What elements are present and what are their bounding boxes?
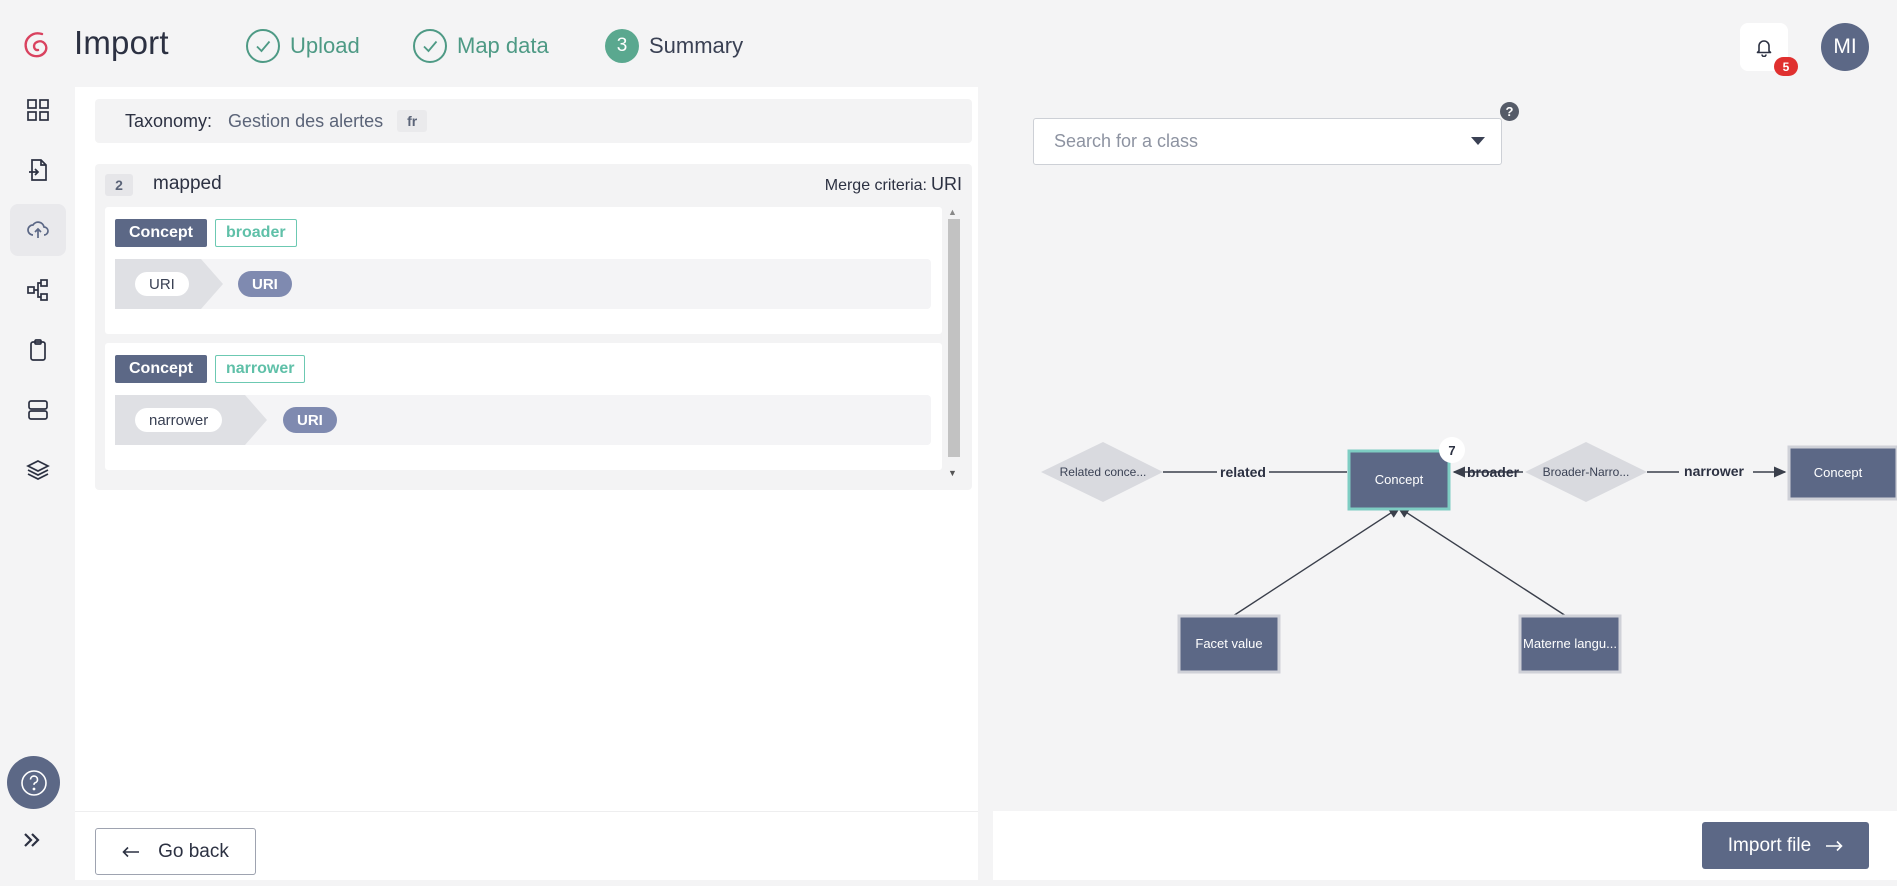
arrow-right-icon: [1826, 840, 1843, 851]
step-number: 3: [605, 29, 639, 63]
bell-icon: [1756, 40, 1772, 57]
scroll-up-icon[interactable]: ▲: [948, 207, 957, 217]
scroll-down-icon[interactable]: ▼: [948, 468, 957, 478]
edge-label-bg: [1217, 462, 1269, 482]
server-icon[interactable]: [10, 384, 66, 436]
mapping-card: Concept broader URI URI: [105, 207, 942, 334]
app-logo-icon[interactable]: [22, 30, 50, 60]
go-back-button[interactable]: Go back: [95, 828, 256, 875]
page-title: Import: [74, 24, 169, 61]
check-icon: [413, 29, 447, 63]
clipboard-icon[interactable]: [10, 324, 66, 376]
property-tag: narrower: [215, 355, 306, 383]
merge-criteria-value: URI: [931, 174, 962, 194]
mapped-section: 2 mapped Merge criteria:URI Concept broa…: [95, 164, 972, 490]
left-footer: Go back: [75, 811, 978, 880]
node-related-concept[interactable]: [1041, 442, 1163, 502]
class-tag: Concept: [115, 355, 207, 383]
node-count-badge-bg: [1439, 437, 1465, 463]
mapping-scrollbar[interactable]: ▲ ▼: [945, 207, 962, 478]
app-header: Import Upload Map data 3 Summary 5 MI: [0, 0, 1897, 88]
mapping-card: Concept narrower narrower URI: [105, 343, 942, 470]
step-summary[interactable]: 3 Summary: [605, 29, 743, 63]
target-field-pill: URI: [238, 271, 292, 297]
node-label: Related conce...: [1060, 465, 1147, 479]
taxonomy-bar: Taxonomy: Gestion des alertes fr: [95, 99, 972, 143]
node-label: Facet value: [1195, 636, 1262, 651]
mapping-row: narrower URI: [115, 395, 931, 445]
diagram-icon[interactable]: [10, 264, 66, 316]
node-label: Concept: [1375, 472, 1424, 487]
mapping-summary-panel: Taxonomy: Gestion des alertes fr 2 mappe…: [75, 87, 978, 880]
graph-panel: Search for a class ? related broader nar…: [993, 87, 1897, 880]
file-import-icon[interactable]: [10, 144, 66, 196]
import-file-button[interactable]: Import file: [1702, 822, 1869, 869]
node-concept-main[interactable]: [1347, 449, 1451, 511]
class-search-select[interactable]: Search for a class: [1033, 118, 1502, 165]
step-label: Map data: [457, 33, 549, 58]
class-tag: Concept: [115, 219, 207, 247]
step-map-data[interactable]: Map data: [413, 29, 549, 63]
node-count-badge: 7: [1448, 443, 1455, 458]
mapped-count: 2: [105, 174, 133, 196]
edge-label-broader: broader: [1467, 464, 1520, 480]
arrow-left-icon: [122, 846, 140, 857]
schema-graph: related broader narrower Related conce..…: [1041, 437, 1897, 674]
step-upload[interactable]: Upload: [246, 29, 360, 63]
expand-sidebar-icon[interactable]: [22, 832, 42, 853]
step-label: Summary: [649, 33, 744, 58]
edge-label-related: related: [1220, 464, 1266, 480]
node-facet-value[interactable]: [1177, 614, 1281, 674]
source-column-pill: URI: [135, 272, 189, 296]
search-placeholder: Search for a class: [1054, 131, 1199, 151]
notification-count-badge: 5: [1774, 57, 1798, 76]
node-materne-language[interactable]: [1518, 614, 1622, 674]
merge-criteria-label: Merge criteria:: [824, 177, 927, 194]
right-footer: Import file: [993, 811, 1897, 880]
edge-label-bg: [1679, 462, 1753, 482]
target-field-pill: URI: [283, 407, 337, 433]
taxonomy-name: Gestion des alertes: [228, 110, 384, 131]
step-label: Upload: [290, 33, 360, 58]
check-icon: [246, 29, 280, 63]
go-back-label: Go back: [158, 840, 229, 862]
dashboard-icon[interactable]: [10, 84, 66, 136]
help-button[interactable]: [7, 756, 60, 809]
upload-icon[interactable]: [10, 204, 66, 256]
node-label: Concept: [1814, 465, 1863, 480]
source-column-pill: narrower: [135, 408, 223, 432]
mapped-label: mapped: [153, 173, 222, 194]
merge-criteria: Merge criteria:URI: [825, 174, 962, 195]
import-file-label: Import file: [1727, 834, 1812, 856]
edge-label-narrower: narrower: [1684, 463, 1744, 479]
node-label: Broader-Narro...: [1543, 465, 1630, 479]
edge-materne-concept: [1396, 506, 1567, 617]
node-label: Materne langu...: [1523, 636, 1617, 651]
question-icon: [20, 769, 47, 796]
layers-icon[interactable]: [10, 444, 66, 496]
chevron-down-icon[interactable]: [1471, 137, 1485, 145]
scrollbar-thumb[interactable]: [948, 219, 960, 457]
property-tag: broader: [215, 219, 297, 247]
edge-facet-concept: [1232, 506, 1402, 617]
avatar[interactable]: MI: [1821, 23, 1869, 71]
node-concept-right[interactable]: [1787, 445, 1897, 501]
taxonomy-label: Taxonomy:: [125, 110, 213, 131]
help-icon[interactable]: ?: [1500, 102, 1519, 121]
mapping-row: URI URI: [115, 259, 931, 309]
node-broader-narrower[interactable]: [1525, 442, 1647, 502]
language-chip: fr: [397, 110, 428, 132]
